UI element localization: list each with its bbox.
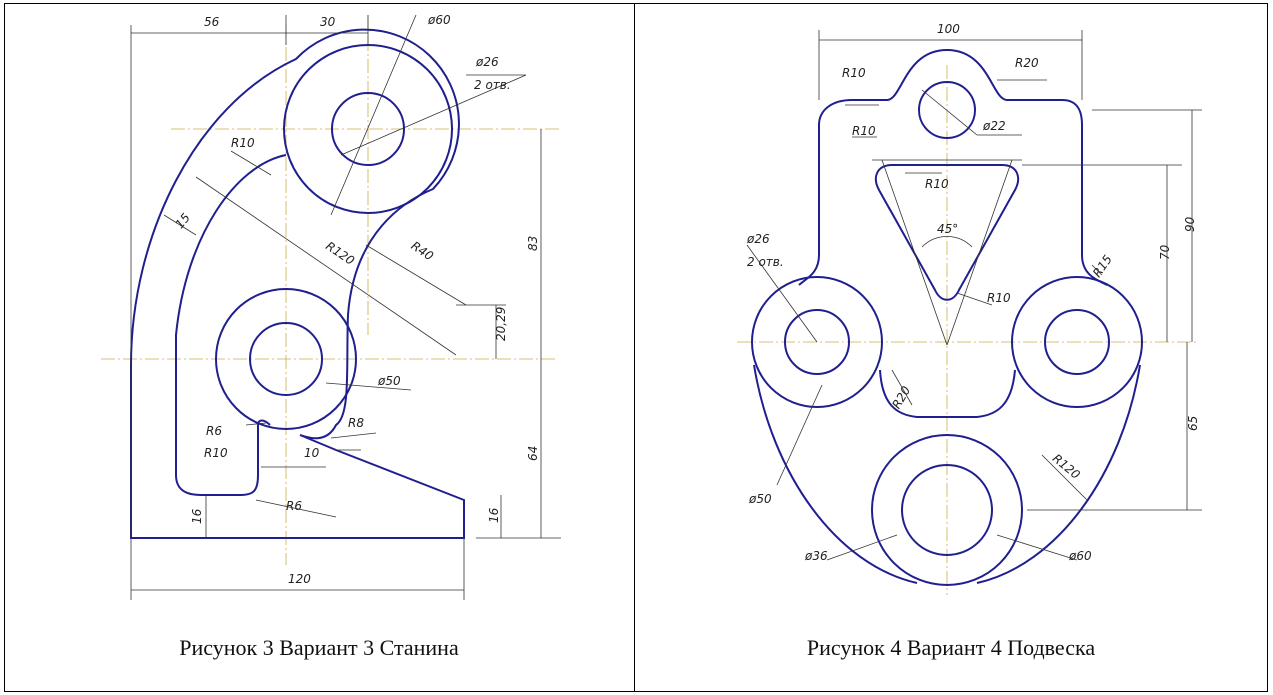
hole-left-phi26 <box>784 309 850 375</box>
dim-10: 10 <box>304 446 320 460</box>
dim-r120: R120 <box>1050 451 1083 482</box>
triangle-slot <box>874 164 1020 301</box>
lower-arc-left <box>753 364 918 584</box>
dim-64: 64 <box>526 446 540 461</box>
dim-20-29: 20,29 <box>494 307 508 341</box>
circle-phi50 <box>215 288 357 430</box>
dim-r15: R15 <box>1090 252 1115 279</box>
dim-100: 100 <box>937 22 960 36</box>
dim-holes-2: 2 отв. <box>474 78 511 92</box>
boss-bottom-phi60 <box>871 434 1023 586</box>
dim-90: 90 <box>1183 216 1197 232</box>
hole-phi26-top <box>331 92 405 166</box>
table-divider <box>634 3 635 692</box>
hole-right-phi26 <box>1044 309 1110 375</box>
dim-r10-bottom: R10 <box>204 446 228 460</box>
dim-phi26: ø26 <box>746 232 770 246</box>
dim-phi50: ø50 <box>377 374 401 388</box>
angle-arc <box>921 236 973 248</box>
dim-phi60: ø60 <box>427 13 451 27</box>
dim-83: 83 <box>526 236 540 251</box>
dim-r10-triangle: R10 <box>925 177 949 191</box>
hole-bottom-phi36 <box>901 464 993 556</box>
figure-table <box>4 3 1268 692</box>
dim-30: 30 <box>320 15 336 29</box>
figure-3-panel: 56 30 ø60 ø26 2 отв. R10 15 R120 R40 83 … <box>6 5 634 605</box>
dim-65: 65 <box>1186 416 1200 431</box>
dim-16-right: 16 <box>487 507 501 523</box>
dimension-lines <box>746 30 1202 561</box>
part-outline <box>798 48 1108 286</box>
dim-r6-b: R6 <box>286 499 302 513</box>
dim-phi50: ø50 <box>748 492 772 506</box>
dim-phi22: ø22 <box>982 119 1006 133</box>
dim-holes-2: 2 отв. <box>747 255 784 269</box>
dim-16-left: 16 <box>190 508 204 524</box>
dim-r10-a: R10 <box>842 66 866 80</box>
caption-figure-3: Рисунок 3 Вариант 3 Станина <box>179 635 459 660</box>
mid-notch <box>879 369 1016 418</box>
figure-3-drawing: 56 30 ø60 ø26 2 отв. R10 15 R120 R40 83 … <box>101 13 561 600</box>
dim-r40: R40 <box>409 239 437 264</box>
boss-left-phi50 <box>751 276 883 408</box>
dim-r8: R8 <box>348 416 364 430</box>
dim-70: 70 <box>1158 244 1172 260</box>
hole-phi26-bottom <box>249 322 323 396</box>
dim-phi26: ø26 <box>475 55 499 69</box>
inner-cutout <box>175 154 287 496</box>
dim-phi60: ø60 <box>1068 549 1092 563</box>
figure-4-panel: 100 R10 R10 R20 ø22 R10 45° 90 70 ø26 2 … <box>637 5 1265 605</box>
boss-right-phi50 <box>1011 276 1143 408</box>
dim-r10-top: R10 <box>231 136 255 150</box>
part-outline <box>130 28 465 539</box>
dim-120: 120 <box>288 572 311 586</box>
dimension-lines <box>130 14 561 600</box>
dim-r10-b: R10 <box>852 124 876 138</box>
dim-r20-top: R20 <box>1015 56 1039 70</box>
dim-r120: R120 <box>323 239 357 268</box>
hole-phi22 <box>918 81 976 139</box>
dim-r10-vertex: R10 <box>987 291 1011 305</box>
caption-figure-4: Рисунок 4 Вариант 4 Подвеска <box>806 635 1096 660</box>
dim-phi36: ø36 <box>804 549 828 563</box>
figure-4-drawing: 100 R10 R10 R20 ø22 R10 45° 90 70 ø26 2 … <box>737 22 1202 595</box>
dim-56: 56 <box>204 15 220 29</box>
dim-r20-mid: R20 <box>889 383 913 411</box>
dim-angle-45: 45° <box>937 222 958 236</box>
lower-arc-right <box>976 364 1141 584</box>
dim-r6-a: R6 <box>206 424 222 438</box>
dim-15: 15 <box>172 211 193 232</box>
